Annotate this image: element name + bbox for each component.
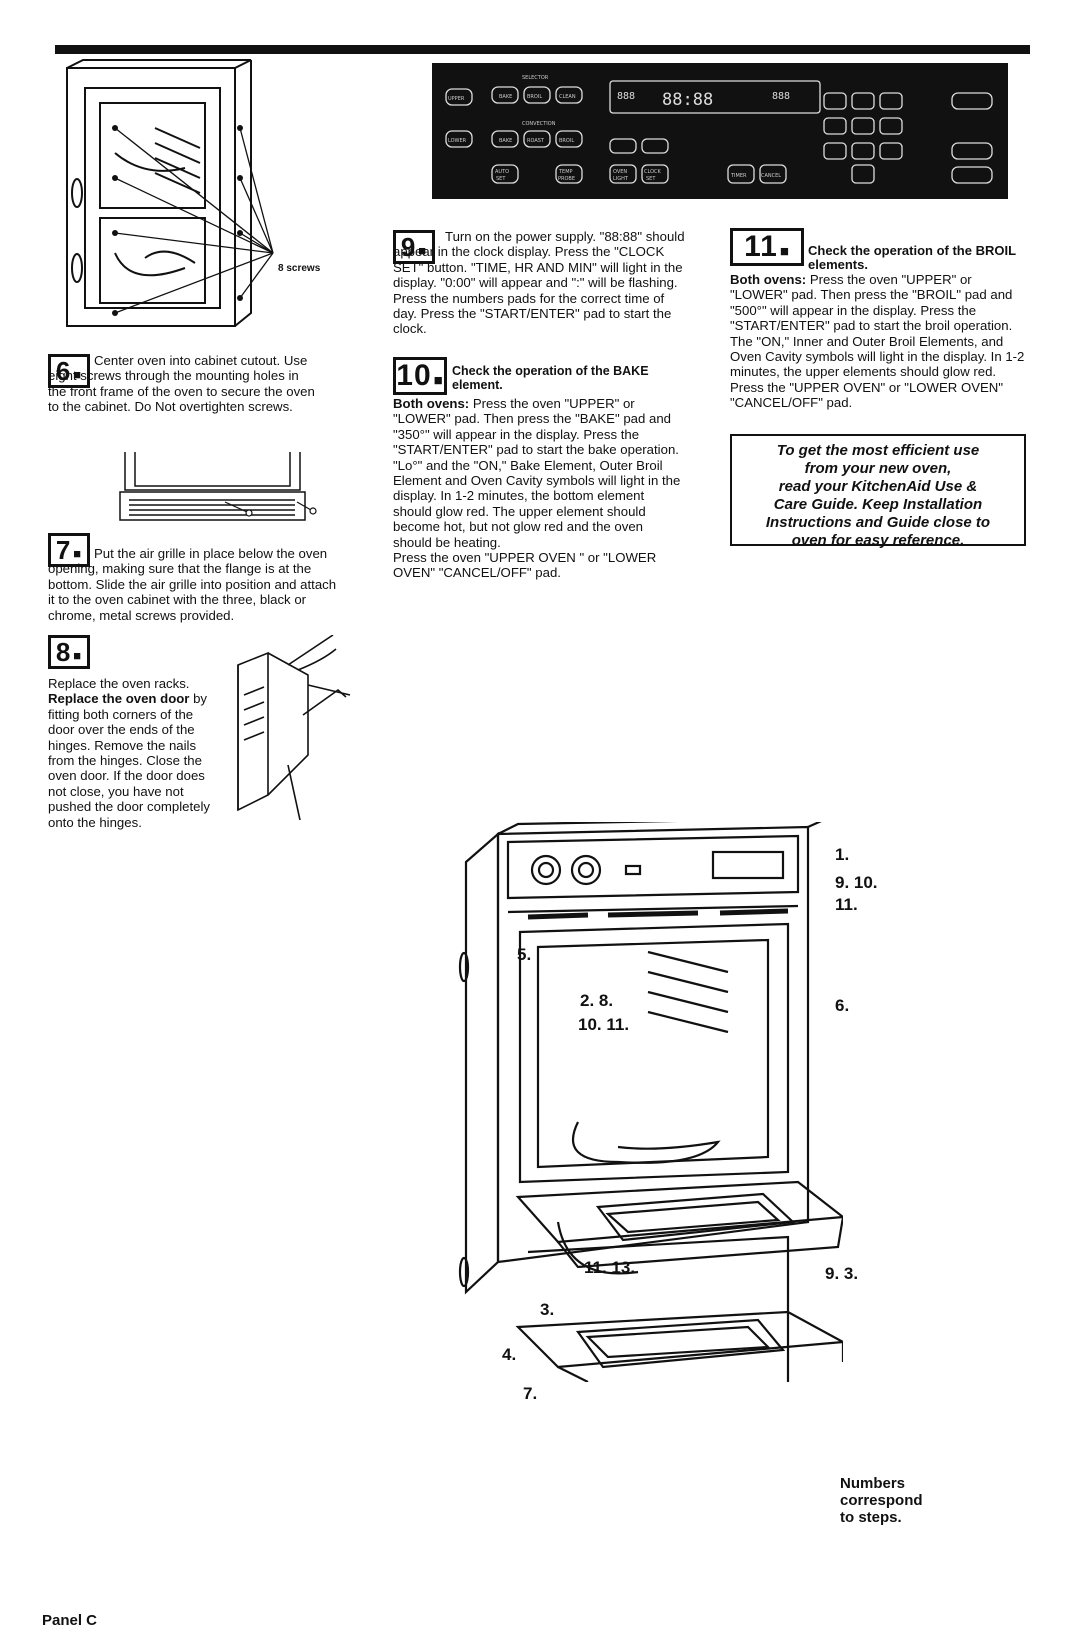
double-oven-illustration — [458, 822, 843, 1382]
step-10-bold: Both ovens: — [393, 396, 470, 411]
svg-text:88:88: 88:88 — [662, 90, 713, 110]
label-2-8: 2. 8. — [580, 991, 614, 1010]
step-7-text: Put the air grille in place below the ov… — [48, 546, 340, 623]
step-9-text: Turn on the power supply. "88:88" should… — [393, 229, 685, 337]
label-11: 11. — [835, 895, 858, 914]
step-8-text: Replace the oven racks. Replace the oven… — [48, 676, 216, 830]
oven-control-panel-illustration: 88:88 888 888 UPPER LOWER SELECTOR CONVECT… — [432, 63, 1008, 199]
step-10-number: 10 — [396, 359, 432, 392]
callout-line-2: from your new oven, — [804, 460, 952, 477]
svg-text:BAKE: BAKE — [499, 94, 512, 100]
efficient-use-callout: To get the most efficient use from your … — [730, 434, 1026, 549]
svg-text:BROIL: BROIL — [559, 138, 574, 144]
label-9-3: 9. 3. — [825, 1264, 859, 1283]
label-9-10: 9. 10. — [835, 873, 878, 892]
step-11-number-box: 11■ — [730, 228, 804, 266]
step-11-heading: Check the operation of the BROIL element… — [808, 243, 1016, 272]
step-7-number: 7 — [55, 535, 72, 565]
step-9-number: 9 — [400, 232, 417, 262]
note-line-3: to steps. — [840, 1509, 902, 1526]
svg-text:BROIL: BROIL — [527, 94, 542, 100]
step-11-number: 11 — [744, 230, 778, 263]
svg-text:AUTO: AUTO — [495, 169, 509, 175]
svg-text:SET: SET — [646, 176, 656, 182]
step-10-body: Press the oven "UPPER" or "LOWER" pad. T… — [393, 396, 681, 550]
numbers-note: Numbers correspond to steps. — [840, 1475, 923, 1526]
svg-text:888: 888 — [772, 91, 790, 102]
step-7-body: Put the air grille in place below the ov… — [48, 546, 337, 623]
step-6-body: Center oven into cabinet cutout. Use eig… — [48, 353, 315, 415]
step-6-number-box: 6■ — [48, 354, 90, 388]
panel-label: Panel C — [42, 1612, 98, 1629]
step-10-heading: Check the operation of the BAKE element. — [452, 364, 649, 392]
screws-label: 8 screws — [278, 263, 321, 274]
svg-text:OVEN: OVEN — [613, 169, 627, 175]
step-10-body-2: Press the oven "UPPER OVEN " or "LOWER O… — [393, 550, 657, 581]
step-8-line1: Replace the oven racks. — [48, 676, 190, 691]
svg-text:UPPER: UPPER — [448, 96, 465, 102]
label-1: 1. — [835, 845, 850, 864]
callout-line-5: Instructions and Guide close to — [765, 514, 991, 531]
svg-text:LOWER: LOWER — [448, 138, 467, 144]
step-10-number-box: 10■ — [393, 357, 447, 395]
step-9-body: Turn on the power supply. "88:88" should… — [393, 229, 685, 337]
svg-text:LIGHT: LIGHT — [613, 176, 629, 182]
oven-frame-screws-illustration — [66, 59, 274, 327]
step-8-body: by fitting both corners of the door over… — [48, 691, 211, 830]
callout-line-6: oven for easy reference. — [791, 532, 965, 549]
step-9-number-box: 9■ — [393, 230, 435, 264]
svg-text:CLEAN: CLEAN — [559, 94, 576, 100]
air-grille-illustration — [119, 452, 317, 521]
svg-text:SELECTOR: SELECTOR — [522, 75, 549, 81]
svg-text:PROBE: PROBE — [558, 176, 575, 182]
svg-text:CONVECTION: CONVECTION — [522, 121, 556, 127]
note-line-2: correspond — [840, 1492, 923, 1509]
step-11-text: Both ovens: Press the oven "UPPER" or "L… — [730, 272, 1028, 411]
top-rule — [55, 45, 1030, 54]
step-10-text: Both ovens: Press the oven "UPPER" or "L… — [393, 396, 685, 581]
label-7: 7. — [523, 1384, 538, 1403]
label-3: 3. — [540, 1300, 555, 1319]
step-6-text: Center oven into cabinet cutout. Use eig… — [48, 353, 318, 415]
svg-text:TIMER: TIMER — [730, 173, 747, 179]
door-replacement-illustration — [237, 635, 351, 820]
svg-text:SET: SET — [496, 176, 506, 182]
note-line-1: Numbers — [840, 1475, 906, 1492]
step-11-body-2: Press the "UPPER OVEN" or "LOWER OVEN" "… — [730, 379, 1004, 411]
step-6-number: 6 — [55, 356, 72, 386]
label-11-13: 11. 13. — [584, 1258, 636, 1277]
label-6: 6. — [835, 996, 850, 1015]
svg-text:BAKE: BAKE — [499, 138, 512, 144]
step-7-number-box: 7■ — [48, 533, 90, 567]
callout-line-1: To get the most efficient use — [776, 442, 980, 459]
step-8-number: 8 — [55, 637, 72, 667]
callout-line-4: Care Guide. Keep Installation — [773, 496, 983, 513]
step-11-bold: Both ovens: — [730, 272, 807, 287]
step-11-body: Press the oven "UPPER" or "LOWER" pad. T… — [730, 272, 1025, 380]
svg-text:CLOCK: CLOCK — [644, 169, 662, 175]
svg-text:888: 888 — [617, 91, 635, 102]
svg-text:CANCEL: CANCEL — [761, 173, 781, 179]
step-8-bold: Replace the oven door — [48, 691, 190, 707]
label-4: 4. — [502, 1345, 517, 1364]
svg-text:TEMP: TEMP — [558, 169, 573, 175]
svg-text:ROAST: ROAST — [527, 138, 545, 144]
step-8-number-box: 8■ — [48, 635, 90, 669]
callout-line-3: read your KitchenAid Use & — [778, 478, 978, 495]
label-10-11: 10. 11. — [578, 1015, 630, 1034]
label-5: 5. — [517, 945, 532, 964]
